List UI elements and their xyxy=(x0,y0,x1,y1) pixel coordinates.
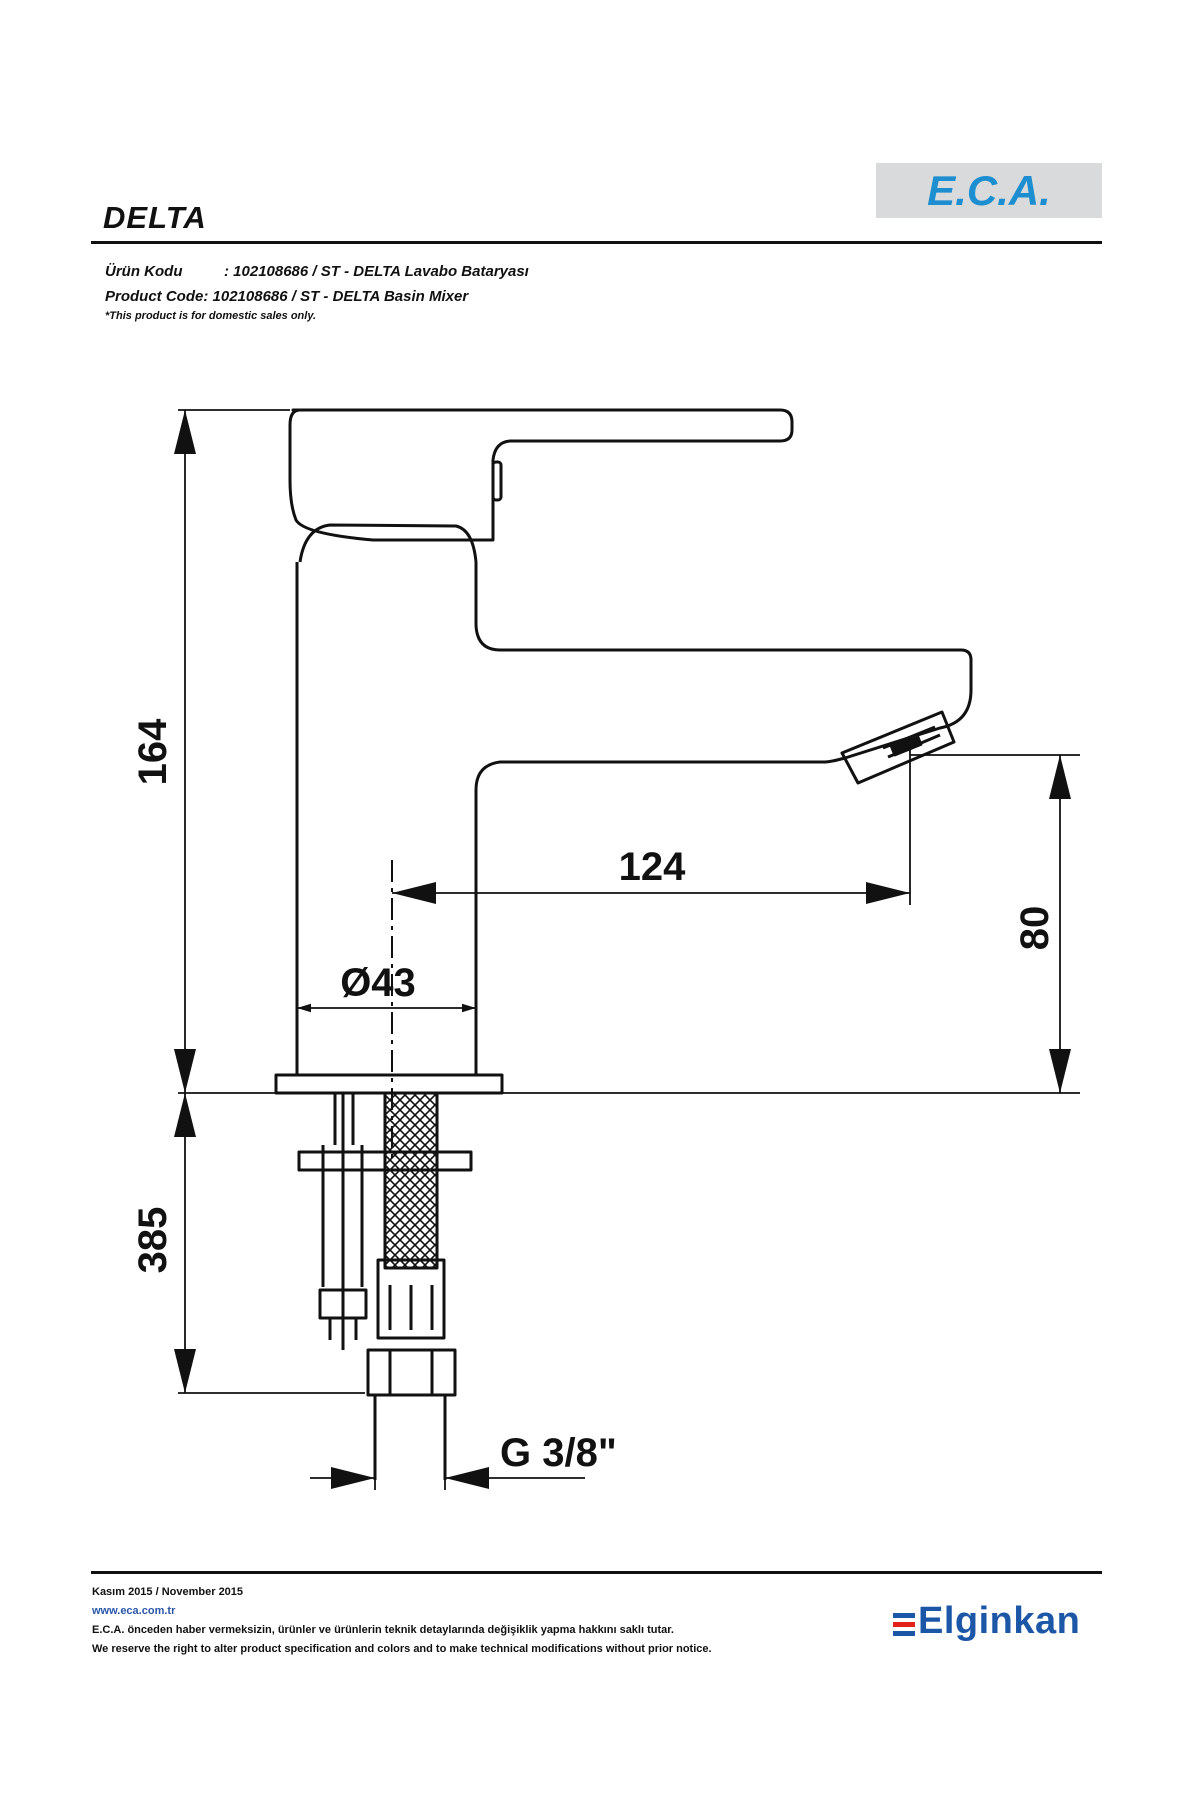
elginkan-logo: Elginkan xyxy=(893,1600,1103,1652)
hose-ferrule xyxy=(376,1258,446,1340)
elginkan-logo-text: Elginkan xyxy=(918,1600,1081,1642)
hose-tail xyxy=(373,1395,447,1480)
product-code-tr: Ürün Kodu : 102108686 / ST - DELTA Lavabo… xyxy=(105,259,529,284)
aerator xyxy=(840,710,956,785)
dim-connection-thread: G 3/8" xyxy=(500,1431,617,1475)
dim-hose-length: 385 xyxy=(131,1207,175,1274)
dim-total-height: 164 xyxy=(131,718,175,785)
domestic-sales-note: *This product is for domestic sales only… xyxy=(105,310,317,322)
body-collar xyxy=(298,523,478,563)
product-code-tr-label: Ürün Kodu xyxy=(105,263,183,280)
product-code-en: Product Code: 102108686 / ST - DELTA Bas… xyxy=(105,284,529,309)
eca-logo: E.C.A. xyxy=(876,163,1102,218)
mounting-rod xyxy=(321,1093,364,1350)
elginkan-logo-mark xyxy=(893,1613,915,1639)
base-plate xyxy=(274,1073,504,1095)
footer-divider xyxy=(91,1571,1102,1574)
mixer-body xyxy=(295,562,973,1075)
dim-spout-reach: 124 xyxy=(619,845,686,889)
product-code-en-value: 102108686 / ST - DELTA Basin Mixer xyxy=(212,288,469,305)
footer-date: Kasım 2015 / November 2015 xyxy=(92,1586,244,1598)
product-code-tr-value: : 102108686 / ST - DELTA Lavabo Bataryas… xyxy=(224,263,529,280)
dim-body-diameter: Ø43 xyxy=(340,961,416,1005)
footer-website-link[interactable]: www.eca.com.tr xyxy=(92,1605,176,1617)
product-title: DELTA xyxy=(103,200,207,235)
handle-pin xyxy=(491,460,503,502)
footer-disclaimer-en: We reserve the right to alter product sp… xyxy=(92,1643,712,1655)
rod-nut xyxy=(318,1288,368,1340)
flex-hose xyxy=(383,1091,439,1270)
dim-spout-height: 80 xyxy=(1013,906,1057,951)
footer: Kasım 2015 / November 2015 www.eca.com.t… xyxy=(92,1583,712,1659)
connection-nut xyxy=(366,1348,457,1397)
handle-lever xyxy=(288,408,794,542)
header-divider xyxy=(91,241,1102,244)
product-code-en-label: Product Code: xyxy=(105,288,209,305)
footer-disclaimer-tr: E.C.A. önceden haber vermeksizin, ürünle… xyxy=(92,1624,674,1636)
svg-text:E.C.A.: E.C.A. xyxy=(927,167,1051,214)
product-info: Ürün Kodu : 102108686 / ST - DELTA Lavabo… xyxy=(105,259,529,323)
